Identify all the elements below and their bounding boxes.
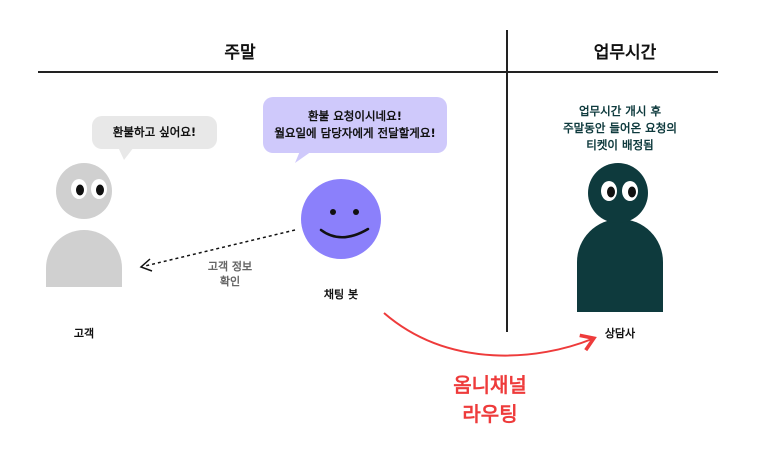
weekend-header: 주말	[224, 43, 256, 63]
chatbot-figure	[301, 179, 381, 259]
customer-label: 고객	[73, 327, 95, 340]
business-hours-divider	[506, 71, 718, 73]
chatbot-bubble-tail	[295, 151, 312, 163]
business-hours-header: 업무시간	[593, 43, 657, 63]
chatbot-label: 채팅 봇	[323, 288, 359, 301]
agent-note-line3: 티켓이 배정됨	[586, 138, 654, 152]
customer-info-line1: 고객 정보	[207, 260, 253, 273]
agent-body	[577, 219, 663, 312]
customer-info-line2: 확인	[219, 275, 241, 288]
agent-note-line2: 주말동안 들어온 요청의	[563, 121, 677, 135]
customer-info-check-label: 고객 정보 확인	[195, 259, 265, 289]
weekend-divider	[38, 71, 506, 73]
agent-head	[588, 163, 648, 223]
chatbot-bubble-line1: 환불 요청이시네요!	[308, 109, 402, 123]
agent-label: 상담사	[604, 327, 636, 340]
smiley-face-icon	[319, 209, 370, 239]
chatbot-speech-bubble: 환불 요청이시네요! 월요일에 담당자에게 전달할게요!	[263, 97, 447, 153]
customer-body	[46, 230, 122, 287]
customer-eyes-icon	[71, 179, 107, 199]
omnichannel-routing-label: 옴니채널 라우팅	[420, 371, 560, 429]
routing-line2: 라우팅	[462, 402, 518, 426]
customer-info-arrow	[139, 229, 296, 272]
omnichannel-routing-arrow	[383, 312, 597, 357]
agent-eyes-icon	[601, 181, 638, 201]
agent-note-line1: 업무시간 개시 후	[578, 104, 662, 118]
chatbot-bubble-line2: 월요일에 담당자에게 전달할게요!	[274, 126, 436, 140]
chatbot-face	[301, 179, 381, 259]
section-divider	[506, 30, 508, 332]
customer-figure	[46, 163, 122, 287]
agent-figure	[577, 163, 663, 312]
routing-line1: 옴니채널	[453, 373, 527, 397]
agent-note: 업무시간 개시 후 주말동안 들어온 요청의 티켓이 배정됨	[520, 103, 720, 154]
customer-bubble-text: 환불하고 싶어요!	[112, 125, 197, 139]
customer-speech-bubble: 환불하고 싶어요!	[92, 116, 217, 149]
customer-bubble-tail	[118, 147, 134, 160]
